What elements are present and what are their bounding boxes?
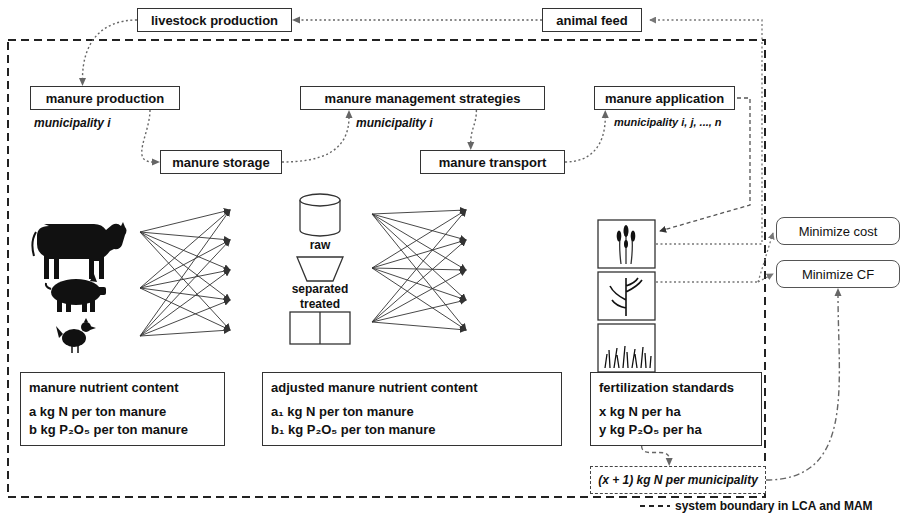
- node-title: manure management strategies: [325, 91, 521, 106]
- node-title: animal feed: [556, 13, 628, 28]
- legend: system boundary in LCA and MAM: [640, 499, 873, 513]
- node-title: manure nutrient content: [29, 379, 216, 397]
- node-title: livestock production: [151, 13, 278, 28]
- objective-box: Minimize CF: [776, 260, 900, 288]
- connector: [142, 110, 160, 166]
- connector: [79, 20, 137, 86]
- storage-tank-symbol: raw: [290, 192, 350, 252]
- info-box: adjusted manure nutrient content a₁ kg N …: [262, 372, 562, 446]
- crop-icons: [598, 220, 655, 372]
- process-box: animal feed: [542, 8, 642, 32]
- legend-line-sample: [640, 501, 670, 511]
- node-title: fertilization standards: [599, 379, 753, 397]
- node-title: manure storage: [172, 155, 270, 170]
- arrowhead: [152, 159, 160, 166]
- connector-line: [83, 20, 138, 79]
- node-text: b kg P₂O₅ per ton manure: [29, 421, 216, 439]
- arrowhead: [292, 17, 300, 24]
- process-box: manure storage: [160, 150, 282, 174]
- node-title: manure production: [46, 91, 164, 106]
- arrowhead: [835, 288, 842, 296]
- connector-line: [642, 446, 670, 459]
- process-box: livestock production: [137, 8, 292, 32]
- legend-text: system boundary in LCA and MAM: [675, 499, 873, 513]
- cylinder-outline: [298, 192, 342, 238]
- node-title: adjusted manure nutrient content: [271, 379, 553, 397]
- connector-line: [471, 110, 477, 143]
- node-title: treated: [300, 297, 340, 311]
- connector: [565, 110, 609, 162]
- treatment-symbol: treated: [285, 297, 355, 345]
- edge-label: municipality i: [32, 116, 113, 130]
- node-title: Minimize CF: [802, 267, 874, 282]
- node-text: x kg N per ha: [599, 403, 753, 421]
- annotation: municipality i, j, ..., n: [612, 116, 724, 128]
- arrowhead: [602, 110, 609, 118]
- chicken-icon: [56, 318, 96, 353]
- connector-line: [282, 117, 349, 162]
- edge-label: municipality i: [354, 116, 435, 130]
- node-text: a₁ kg N per ton manure: [271, 403, 553, 421]
- separator-symbol: separated: [285, 256, 355, 296]
- pig-icon: [46, 274, 106, 312]
- connector: [467, 110, 476, 150]
- process-box: manure application: [594, 86, 735, 110]
- node-title: (x + 1) kg N per municipality: [598, 473, 758, 487]
- connector-line: [299, 19, 542, 20]
- connector: [292, 17, 542, 24]
- node-text: a kg N per ton manure: [29, 403, 216, 421]
- arrowhead: [79, 78, 86, 86]
- connector: [642, 446, 673, 466]
- arrowhead: [346, 110, 353, 118]
- trapezoid-outline: [296, 256, 344, 282]
- connector-line: [142, 110, 153, 162]
- connector-line: [766, 295, 839, 480]
- node-title: raw: [310, 238, 331, 252]
- cow-icon: [32, 222, 126, 279]
- process-box: manure management strategies: [300, 86, 545, 110]
- connector: [766, 288, 842, 480]
- arrowhead: [666, 458, 673, 466]
- objective-box: Minimize cost: [776, 217, 900, 245]
- process-box: manure production: [30, 86, 180, 110]
- node-title: Minimize cost: [799, 224, 878, 239]
- process-box: manure transport: [420, 150, 565, 174]
- objective-arrows: [656, 233, 773, 282]
- info-box: manure nutrient content a kg N per ton ma…: [20, 372, 225, 446]
- connector: [282, 110, 353, 162]
- node-text: y kg P₂O₅ per ha: [599, 421, 753, 439]
- info-box: fertilization standards x kg N per hay kg…: [590, 372, 762, 446]
- node-text: b₁ kg P₂O₅ per ton manure: [271, 421, 553, 439]
- arrowhead: [467, 142, 474, 150]
- constraint-box: (x + 1) kg N per municipality: [590, 466, 766, 494]
- node-title: manure transport: [439, 155, 547, 170]
- node-title: manure application: [605, 91, 724, 106]
- node-title: separated: [292, 282, 349, 296]
- feedback-line: [650, 20, 762, 244]
- split-box-outline: [289, 311, 351, 345]
- connector-line: [565, 117, 605, 162]
- system-boundary: [8, 40, 765, 497]
